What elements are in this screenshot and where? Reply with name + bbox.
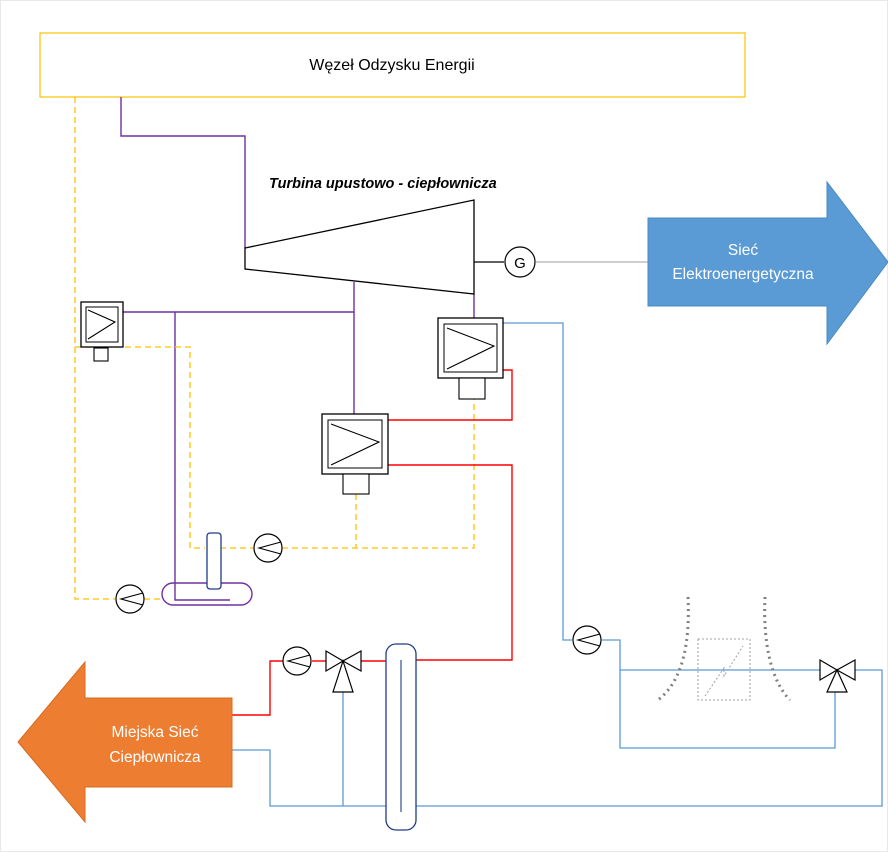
pump-icon: [253, 533, 283, 563]
turbine-label: Turbina upustowo - ciepłownicza: [269, 176, 497, 192]
heat-exchanger-icon: [437, 317, 504, 400]
three-way-valve-icon: [325, 649, 362, 693]
cooling-tower-icon: [657, 596, 792, 702]
district-heating-arrow: Miejska Sieć Ciepłownicza: [17, 660, 233, 824]
pump-icon: [282, 646, 312, 676]
district-heating-label-line2: Ciepłownicza: [109, 749, 201, 766]
district-heating-label-line1: Miejska Sieć: [112, 724, 199, 741]
power-grid-arrow: Sieć Elektroenergetyczna: [647, 180, 888, 346]
deaerator-column: [206, 532, 222, 590]
turbine-shape: [244, 199, 475, 295]
pump-icon: [572, 625, 602, 655]
heat-exchanger-icon: [80, 301, 124, 362]
steam-lines: [120, 97, 475, 606]
heat-exchanger-icon: [321, 413, 389, 495]
node-title: Węzeł Odzysku Energii: [309, 57, 474, 74]
district-heat-exchanger: [385, 643, 417, 831]
power-grid-label-line2: Elektroenergetyczna: [672, 266, 814, 283]
power-grid-label-line1: Sieć: [728, 242, 758, 259]
generator-icon: G: [504, 246, 536, 278]
three-way-valve-icon: [819, 658, 856, 693]
energy-recovery-node-box: [39, 32, 746, 98]
pump-icon: [115, 584, 145, 614]
return-water-lines: [232, 322, 883, 807]
condensate-lines: [74, 97, 475, 600]
hot-water-lines: [232, 369, 513, 716]
generator-label: G: [514, 255, 526, 272]
